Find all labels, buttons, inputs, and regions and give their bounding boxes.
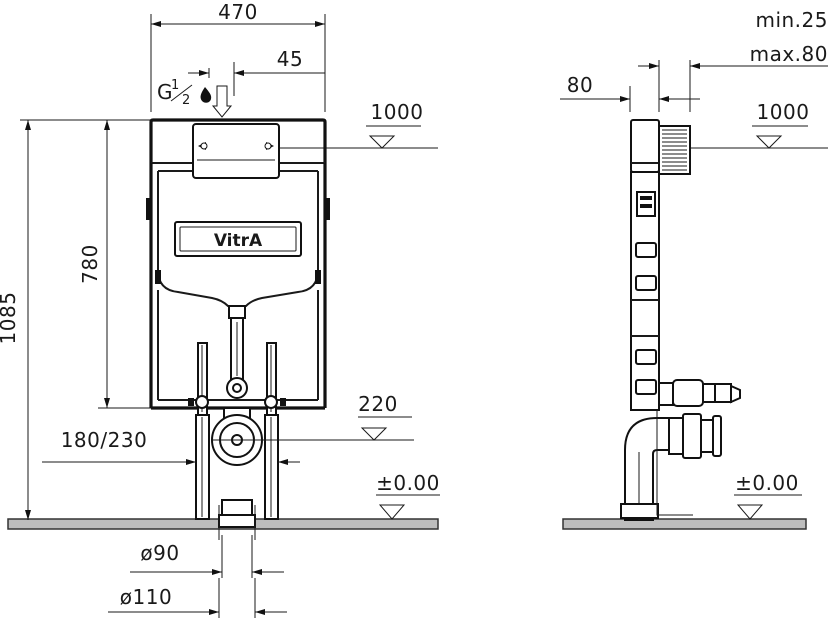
dim-height-780: 780 — [78, 119, 155, 409]
brand-plate: VitrA — [174, 221, 302, 257]
level-top-label-side: 1000 — [757, 100, 810, 124]
level-marker-floor-side: ±0.00 — [734, 471, 802, 520]
drain-pipe — [218, 499, 256, 540]
dia-inner-label: ø90 — [140, 541, 179, 565]
connection-fraction-num: 1 — [171, 78, 179, 93]
water-drop-icon — [200, 87, 212, 103]
connection-fraction-den: 2 — [182, 93, 190, 108]
inlet-arrow-icon — [211, 85, 233, 118]
dim-min-max — [638, 60, 828, 112]
level-marker-1000-side: 1000 — [690, 100, 828, 149]
side-view: min.25 max.80 80 1000 — [560, 8, 828, 530]
flush-pipe — [226, 305, 248, 399]
water-inlet-marking: G 1 2 — [157, 78, 233, 118]
brand-logo: VitrA — [214, 231, 263, 251]
wc-connection — [211, 407, 263, 466]
height-frame-label: 780 — [78, 244, 102, 284]
dim-height-1085: 1085 — [0, 119, 150, 520]
depth-label: 80 — [567, 73, 593, 97]
dim-offset-label: 45 — [277, 47, 303, 71]
dim-diameter-110: ø110 — [108, 578, 287, 618]
dim-diameter-90: ø90 — [130, 535, 284, 578]
flush-opening — [192, 123, 280, 179]
front-view: 470 45 G 1 2 1000 — [0, 0, 440, 618]
level-marker-220: 220 — [262, 392, 414, 441]
floor-level-label-side: ±0.00 — [735, 471, 799, 495]
side-drain-bend — [620, 410, 722, 521]
dim-width-470: 470 — [150, 0, 326, 112]
side-floor-slab — [562, 518, 807, 530]
side-frame — [630, 119, 691, 411]
max-label: max.80 — [750, 42, 828, 66]
floor-level-label-front: ±0.00 — [376, 471, 440, 495]
dim-depth-80: 80 — [560, 73, 700, 112]
side-flush-connection — [658, 379, 741, 407]
height-total-label: 1085 — [0, 292, 20, 345]
min-label: min.25 — [755, 8, 828, 32]
level-marker-1000-front: 1000 — [270, 100, 438, 149]
level-marker-floor-front: ±0.00 — [376, 471, 440, 520]
dim-distance-180-230: 180/230 — [42, 428, 300, 465]
connection-label: G — [157, 80, 173, 104]
mounting-legs — [188, 342, 286, 520]
distance-label: 180/230 — [61, 428, 148, 452]
dim-width-label: 470 — [218, 0, 258, 24]
level-drain-label: 220 — [358, 392, 398, 416]
level-top-label: 1000 — [371, 100, 424, 124]
dim-offset-45: 45 — [188, 47, 325, 96]
dia-outer-label: ø110 — [120, 585, 172, 609]
